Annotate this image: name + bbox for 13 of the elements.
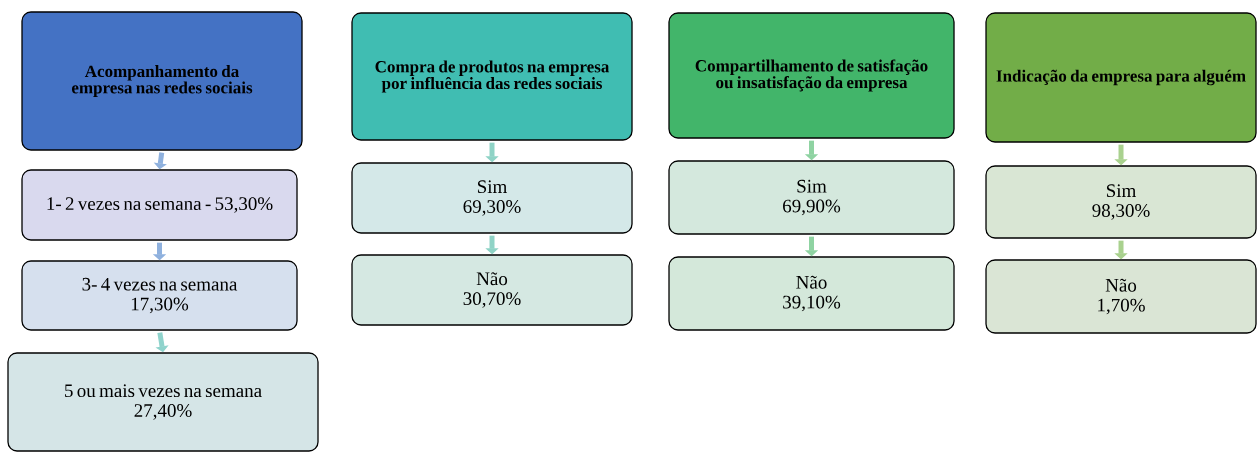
header-box: Compra de produtos na empresa por influência das redes sociais [351,12,633,141]
result-box: Não 1,70% [985,259,1257,334]
result-box: 1- 2 vezes na semana - 53,30% [21,169,298,241]
header-box: Compartilhamento de satisfação ou insatisfação da empresa [668,12,955,139]
result-box: Sim 69,30% [351,162,633,234]
result-box: 5 ou mais vezes na semana 27,40% [7,352,319,452]
result-box: Não 30,70% [351,254,633,326]
result-box: Não 39,10% [668,256,955,331]
result-box: Sim 69,90% [668,160,955,235]
header-box: Acompanhamento da empresa nas redes sociais [21,11,303,151]
result-box: 3- 4 vezes na semana 17,30% [21,260,298,331]
result-box: Sim 98,30% [985,165,1257,239]
header-box: Indicação da empresa para alguém [985,12,1257,143]
